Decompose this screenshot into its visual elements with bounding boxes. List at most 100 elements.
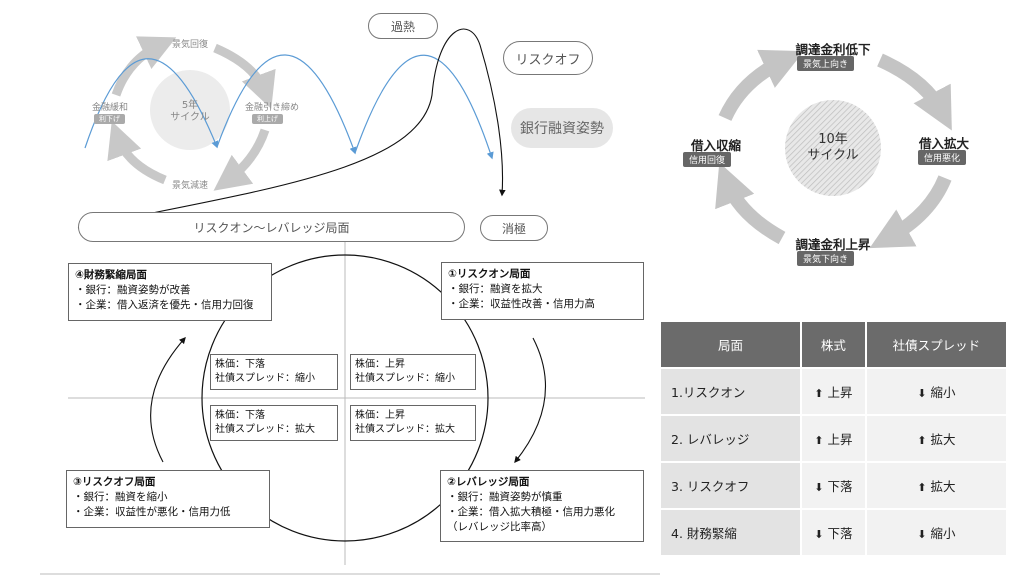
phase-1-line: ・企業：収益性改善・信用力高 <box>448 298 595 310</box>
cycle-node-bottom: 景気減速 <box>171 181 208 191</box>
arrow-up-icon: ⬆ <box>814 387 824 400</box>
phase-2-title: ②レバレッジ局面 <box>447 476 530 488</box>
value-cell: ⬆拡大 <box>866 463 1006 508</box>
inner-box-bottom-right: 株価：上昇 社債スプレッド：拡大 <box>350 405 476 441</box>
cycle-arrow-left-top <box>111 36 177 97</box>
cell-text: 2. レバレッジ <box>671 432 750 447</box>
inner-box-top-right: 株価：上昇 社債スプレッド：縮小 <box>350 354 476 390</box>
ten-year-left-title: 借入収縮 <box>690 138 741 153</box>
table-row: 3. リスクオフ⬇下落⬆拡大 <box>661 463 1006 508</box>
phase-box-2: ②レバレッジ局面 ・銀行：融資姿勢が慎重 ・企業：借入拡大積極・信用力悪化 （レ… <box>440 470 644 542</box>
phase-3-title: ③リスクオフ局面 <box>73 476 156 488</box>
ten-year-arrow-top-right <box>877 53 952 131</box>
table-row: 4. 財務緊縮⬇下落⬇縮小 <box>661 510 1006 555</box>
inner-spread: 社債スプレッド：縮小 <box>355 373 455 384</box>
phase-cell: 4. 財務緊縮 <box>661 510 801 555</box>
table-header: 社債スプレッド <box>866 322 1006 367</box>
cell-text: 縮小 <box>930 526 956 541</box>
ten-year-left-tag: 信用回復 <box>683 152 732 167</box>
phase-3-line: ・企業：収益性が悪化・信用力低 <box>73 506 231 518</box>
ten-year-bottom-tag: 景気下向き <box>797 251 855 266</box>
cell-text: 4. 財務緊縮 <box>671 526 737 541</box>
phase-box-1: ①リスクオン局面 ・銀行：融資を拡大 ・企業：収益性改善・信用力高 <box>441 262 644 320</box>
cell-text: 上昇 <box>827 432 853 447</box>
inner-stock: 株価：下落 <box>215 359 265 370</box>
arrow-down-icon: ⬇ <box>917 387 927 400</box>
phase-cell: 1.リスクオン <box>661 369 801 414</box>
phase-4-line: ・銀行：融資姿勢が改善 <box>75 284 191 296</box>
passive-pill: 消極 <box>480 215 548 241</box>
arrow-down-icon: ⬇ <box>814 481 824 494</box>
ten-year-right-tag: 信用悪化 <box>918 150 967 165</box>
inner-stock: 株価：上昇 <box>355 359 405 370</box>
cycle-node-left: 金融緩和 <box>91 103 128 113</box>
cell-text: 3. リスクオフ <box>671 479 750 494</box>
cycle-arrow-right-bottom <box>213 128 270 191</box>
inner-stock: 株価：上昇 <box>355 410 405 421</box>
inner-box-top-left: 株価：下落 社債スプレッド：縮小 <box>210 354 338 390</box>
phase-cell: 3. リスクオフ <box>661 463 801 508</box>
phase-box-4: ④財務緊縮局面 ・銀行：融資姿勢が改善 ・企業：借入返済を優先・信用力回復 <box>68 263 272 321</box>
table-header: 株式 <box>802 322 865 367</box>
phase-cell: 2. レバレッジ <box>661 416 801 461</box>
phase-1-line: ・銀行：融資を拡大 <box>448 283 543 295</box>
value-cell: ⬇縮小 <box>866 510 1006 555</box>
cell-text: 拡大 <box>930 432 956 447</box>
phase-2-line: （レバレッジ比率高） <box>447 521 552 533</box>
ten-year-bottom-title: 調達金利上昇 <box>795 237 871 252</box>
risk-off-pill: リスクオフ <box>503 41 593 75</box>
ten-year-center-label: 10年 サイクル <box>807 132 859 163</box>
phase-arrow-left <box>150 337 186 463</box>
ten-year-arrow-left-top <box>718 49 805 122</box>
value-cell: ⬇下落 <box>802 510 865 555</box>
value-cell: ⬆上昇 <box>802 416 865 461</box>
ten-year-right-title: 借入拡大 <box>918 136 969 151</box>
bank-lending-pill: 銀行融資姿勢 <box>511 108 613 148</box>
cell-text: 拡大 <box>930 479 956 494</box>
inner-stock: 株価：下落 <box>215 410 265 421</box>
inner-spread: 社債スプレッド：拡大 <box>355 424 455 435</box>
ten-year-arrow-right-bottom <box>869 175 952 249</box>
risk-on-leverage-bar: リスクオン〜レバレッジ局面 <box>78 212 465 242</box>
inner-box-bottom-left: 株価：下落 社債スプレッド：拡大 <box>210 405 338 441</box>
cell-text: 縮小 <box>930 385 956 400</box>
cell-text: 上昇 <box>827 385 853 400</box>
cell-text: 下落 <box>827 479 853 494</box>
phase-4-title: ④財務緊縮局面 <box>75 269 147 281</box>
cycle-node-right-tag: 利上げ <box>252 114 283 124</box>
phase-1-title: ①リスクオン局面 <box>448 268 531 280</box>
cycle-arrow-bottom-left <box>107 121 167 185</box>
arrow-up-icon: ⬆ <box>814 434 824 447</box>
cycle-center-label: 5年 サイクル <box>170 100 210 123</box>
overheat-pill: 過熱 <box>368 13 438 39</box>
value-cell: ⬇縮小 <box>866 369 1006 414</box>
blue-wave-1 <box>84 58 219 149</box>
inner-spread: 社債スプレッド：拡大 <box>215 424 315 435</box>
value-cell: ⬆拡大 <box>866 416 1006 461</box>
blue-wave-2 <box>216 54 357 155</box>
table-header-row: 局面 株式 社債スプレッド <box>661 322 1006 367</box>
phase-3-line: ・銀行：融資を縮小 <box>73 491 168 503</box>
phase-box-3: ③リスクオフ局面 ・銀行：融資を縮小 ・企業：収益性が悪化・信用力低 <box>66 470 270 528</box>
ten-year-center-circle <box>785 100 881 196</box>
ten-year-top-title: 調達金利低下 <box>795 42 871 57</box>
phase-4-line: ・企業：借入返済を優先・信用力回復 <box>75 299 254 311</box>
table-row: 2. レバレッジ⬆上昇⬆拡大 <box>661 416 1006 461</box>
blue-wave-3 <box>354 54 494 160</box>
arrow-down-icon: ⬇ <box>917 528 927 541</box>
ten-year-arrow-bottom-left <box>715 162 786 245</box>
ten-year-top-tag: 景気上向き <box>797 56 855 71</box>
arrow-down-icon: ⬇ <box>814 528 824 541</box>
phase-2-line: ・銀行：融資姿勢が慎重 <box>447 491 563 503</box>
phase-2-line: ・企業：借入拡大積極・信用力悪化 <box>447 506 615 518</box>
cell-text: 1.リスクオン <box>671 385 746 400</box>
value-cell: ⬆上昇 <box>802 369 865 414</box>
arrow-up-icon: ⬆ <box>917 434 927 447</box>
cycle-node-right: 金融引き締め <box>244 103 299 113</box>
table-row: 1.リスクオン⬆上昇⬇縮小 <box>661 369 1006 414</box>
cycle-arrow-top-right <box>213 43 276 109</box>
inner-spread: 社債スプレッド：縮小 <box>215 373 315 384</box>
cycle-node-left-tag: 利下げ <box>94 114 125 124</box>
value-cell: ⬇下落 <box>802 463 865 508</box>
